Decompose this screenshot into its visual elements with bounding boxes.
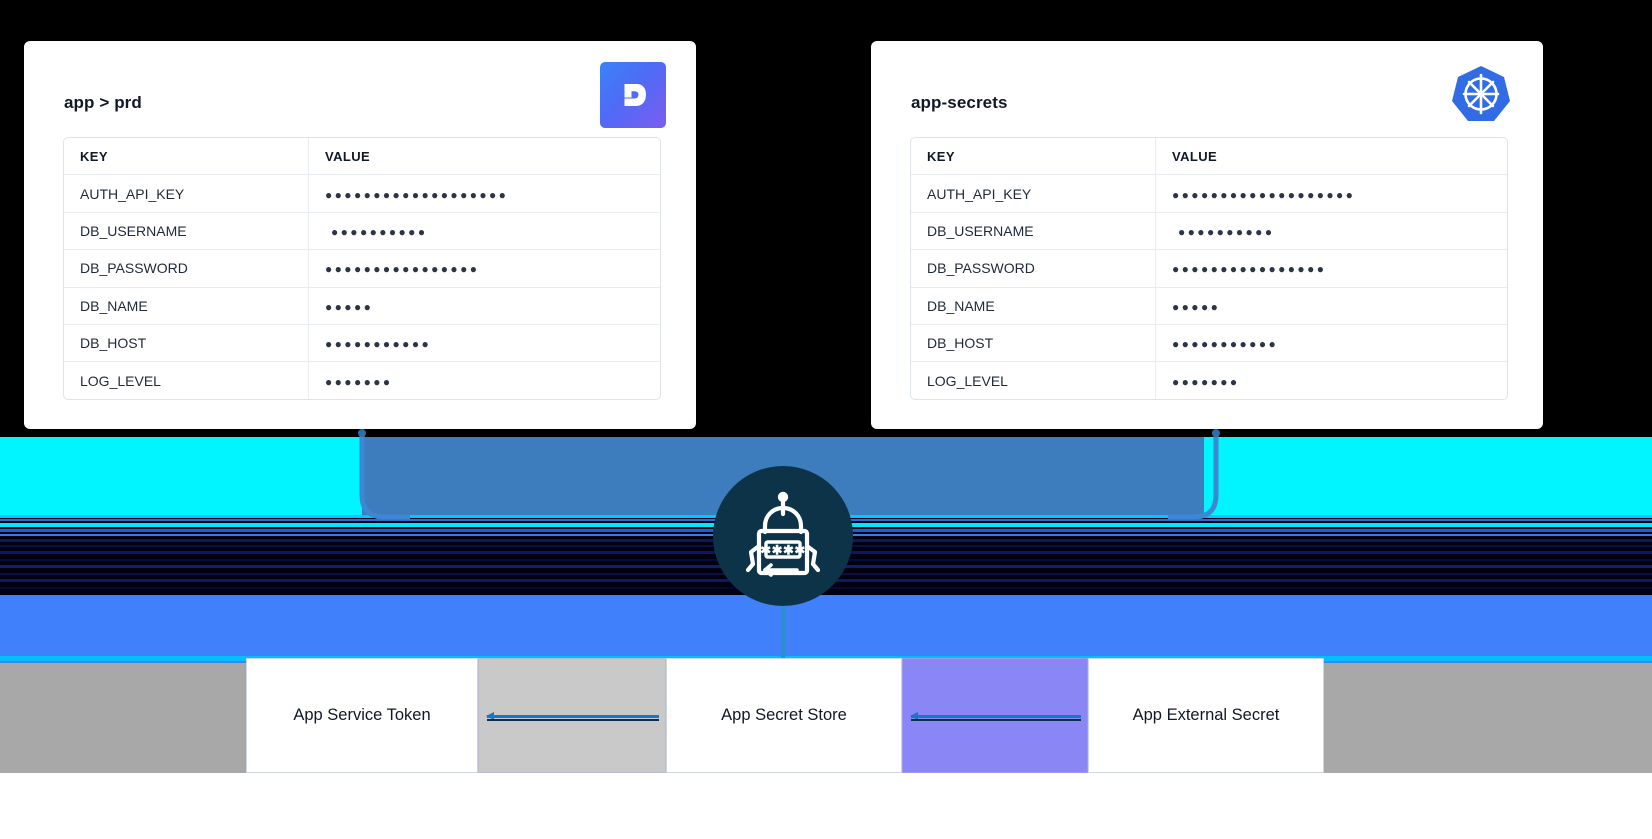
column-header-value: VALUE bbox=[1156, 138, 1507, 176]
masked-value-dots: ●●●●● bbox=[1172, 299, 1221, 314]
password-mask-text: ✱✱✱✱ bbox=[760, 543, 806, 558]
cell-key: DB_PASSWORD bbox=[911, 250, 1156, 288]
box-service-token-transfer[interactable] bbox=[478, 658, 666, 773]
cell-key: LOG_LEVEL bbox=[911, 362, 1156, 399]
table-row: LOG_LEVEL ●●●●●●● bbox=[911, 362, 1507, 399]
table-header-row: KEY VALUE bbox=[64, 138, 660, 176]
box-label: App Secret Store bbox=[721, 706, 847, 724]
masked-value-dots: ●●●●● bbox=[325, 299, 374, 314]
cell-value-masked: ●●●●●●●●●●●●●●●●●●● bbox=[1156, 175, 1507, 213]
masked-value-dots: ●●●●●●● bbox=[1172, 374, 1240, 389]
cell-key: DB_HOST bbox=[911, 324, 1156, 363]
left-arrow-icon bbox=[486, 712, 659, 721]
cell-key: AUTH_API_KEY bbox=[64, 175, 309, 213]
masked-value-dots: ●●●●●●●●●●● bbox=[325, 337, 432, 352]
column-header-key: KEY bbox=[64, 138, 309, 176]
masked-value-dots: ●●●●●●●●●●●●●●●● bbox=[325, 262, 480, 277]
box-app-external-secret[interactable]: App External Secret bbox=[1088, 658, 1324, 773]
cell-value-masked: ●●●●● bbox=[309, 288, 660, 325]
table-row: DB_PASSWORD ●●●●●●●●●●●●●●●● bbox=[911, 250, 1507, 288]
table-row: DB_NAME ●●●●● bbox=[64, 287, 660, 325]
left-arrow-icon bbox=[910, 712, 1081, 721]
masked-value-dots: ●●●●●●●●●●●●●●●●●●● bbox=[1172, 187, 1356, 202]
bottom-boxes-row: App Service Token App Secret Store App E… bbox=[0, 658, 1652, 773]
table-row: DB_USERNAME ●●●●●●●●●● bbox=[911, 212, 1507, 251]
table-row: AUTH_API_KEY ●●●●●●●●●●●●●●●●●●● bbox=[911, 175, 1507, 213]
secrets-table: KEY VALUE AUTH_API_KEY●●●●●●●●●●●●●●●●●●… bbox=[910, 137, 1508, 400]
doppler-config-card: app > prd KEY VALUE AUTH_API_KEY●●●●●●●●… bbox=[24, 41, 696, 429]
box-label: App External Secret bbox=[1132, 706, 1280, 724]
cell-value-masked: ●●●●●●● bbox=[309, 362, 660, 398]
card-title: app-secrets bbox=[911, 93, 1008, 112]
secrets-table: KEY VALUE AUTH_API_KEY●●●●●●●●●●●●●●●●●●… bbox=[63, 137, 661, 400]
cell-key: LOG_LEVEL bbox=[64, 362, 309, 399]
doppler-icon bbox=[600, 62, 666, 128]
cell-value-masked: ●●●●●●●●●● bbox=[1156, 213, 1507, 251]
table-row: LOG_LEVEL ●●●●●●● bbox=[64, 362, 660, 399]
cell-key: DB_HOST bbox=[64, 324, 309, 363]
robot-password-sync-icon: ✱✱✱✱ bbox=[713, 466, 853, 606]
box-secret-store-transfer[interactable] bbox=[902, 658, 1088, 773]
cell-key: DB_NAME bbox=[64, 287, 309, 325]
cell-value-masked: ●●●●●●●●●●●●●●●● bbox=[1156, 250, 1507, 288]
box-app-service-token[interactable]: App Service Token bbox=[246, 658, 478, 773]
white-floor-band bbox=[0, 773, 1652, 839]
cell-key: AUTH_API_KEY bbox=[911, 175, 1156, 213]
blue-band bbox=[0, 595, 1652, 663]
card-title: app > prd bbox=[64, 93, 142, 112]
masked-value-dots: ●●●●●●● bbox=[325, 374, 393, 389]
table-row: AUTH_API_KEY ●●●●●●●●●●●●●●●●●●● bbox=[64, 175, 660, 213]
masked-value-dots: ●●●●●●●●●●● bbox=[1172, 337, 1279, 352]
cell-key: DB_USERNAME bbox=[64, 212, 309, 251]
table-header-row: KEY VALUE bbox=[911, 138, 1507, 176]
table-row: DB_NAME ●●●●● bbox=[911, 287, 1507, 325]
cell-value-masked: ●●●●●●●●●●●●●●●●●●● bbox=[309, 175, 660, 213]
cell-value-masked: ●●●●●●●●●●●●●●●● bbox=[309, 250, 660, 288]
masked-value-dots: ●●●●●●●●●●●●●●●●●●● bbox=[325, 187, 509, 202]
cell-value-masked: ●●●●●●●●●●● bbox=[309, 325, 660, 363]
robot-to-secret-store-connector bbox=[778, 600, 788, 666]
cell-value-masked: ●●●●●●●●●● bbox=[309, 213, 660, 251]
table-row: DB_HOST ●●●●●●●●●●● bbox=[911, 324, 1507, 363]
box-app-secret-store[interactable]: App Secret Store bbox=[666, 658, 902, 773]
kubernetes-secret-card: app-secrets bbox=[871, 41, 1543, 429]
column-header-value: VALUE bbox=[309, 138, 660, 176]
cell-key: DB_PASSWORD bbox=[64, 250, 309, 288]
table-row: DB_USERNAME ●●●●●●●●●● bbox=[64, 212, 660, 251]
table-body: AUTH_API_KEY ●●●●●●●●●●●●●●●●●●● DB_USERNA… bbox=[64, 175, 660, 399]
table-row: DB_HOST ●●●●●●●●●●● bbox=[64, 324, 660, 363]
kubernetes-icon bbox=[1447, 61, 1515, 129]
masked-value-dots: ●●●●●●●●●●●●●●●● bbox=[1172, 262, 1327, 277]
column-header-key: KEY bbox=[911, 138, 1156, 176]
cell-key: DB_USERNAME bbox=[911, 212, 1156, 251]
box-label: App Service Token bbox=[293, 706, 431, 724]
masked-value-dots: ●●●●●●●●●● bbox=[1178, 224, 1275, 239]
cell-value-masked: ●●●●●●● bbox=[1156, 362, 1507, 398]
cell-value-masked: ●●●●● bbox=[1156, 288, 1507, 325]
cell-key: DB_NAME bbox=[911, 287, 1156, 325]
table-body: AUTH_API_KEY ●●●●●●●●●●●●●●●●●●● DB_USERNA… bbox=[911, 175, 1507, 399]
cell-value-masked: ●●●●●●●●●●● bbox=[1156, 325, 1507, 363]
table-row: DB_PASSWORD ●●●●●●●●●●●●●●●● bbox=[64, 250, 660, 288]
masked-value-dots: ●●●●●●●●●● bbox=[331, 224, 428, 239]
